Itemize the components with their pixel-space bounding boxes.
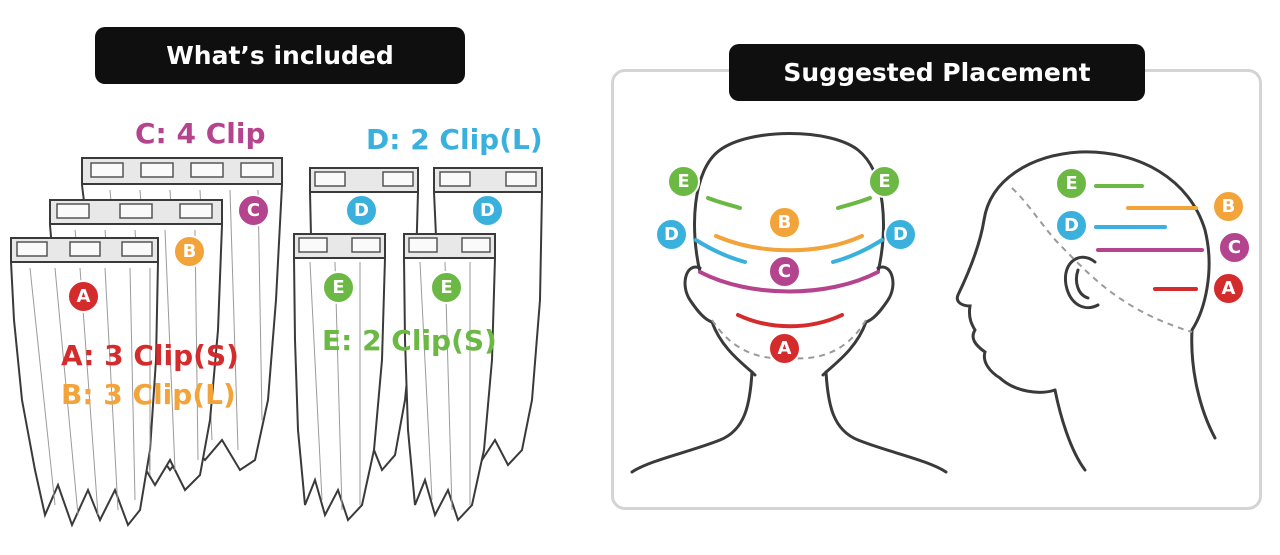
whats-included-title: What’s included [95, 27, 465, 84]
hair-piece-e-right [403, 233, 496, 522]
label-b-3-clip-l: B: 3 Clip(L) [61, 378, 236, 411]
back-line-d-left [694, 238, 747, 264]
side-head-outline [955, 150, 1217, 472]
back-line-e-right [836, 196, 872, 210]
back-head-outline [630, 132, 948, 474]
suggested-placement-title: Suggested Placement [729, 44, 1145, 101]
side-badge-d: D [1055, 209, 1088, 242]
badge-d-right: D [471, 194, 504, 227]
back-badge-c: C [768, 255, 801, 288]
back-badge-b: B [768, 206, 801, 239]
hair-pieces-illustration [10, 157, 543, 528]
back-badge-a: A [768, 332, 801, 365]
side-badge-a: A [1212, 272, 1245, 305]
suggested-placement-title-text: Suggested Placement [783, 58, 1091, 87]
back-line-d-right [831, 238, 884, 264]
back-badge-d-right: D [884, 218, 917, 251]
back-line-a [736, 313, 844, 329]
side-badge-b: B [1212, 190, 1245, 223]
badge-c: C [237, 194, 270, 227]
whats-included-title-text: What’s included [166, 41, 394, 70]
label-e-2-clip-s: E: 2 Clip(S) [322, 324, 497, 357]
back-badge-e-left: E [667, 165, 700, 198]
label-c-4-clip: C: 4 Clip [135, 117, 266, 150]
badge-e-right: E [430, 271, 463, 304]
badge-d-left: D [345, 194, 378, 227]
badge-b: B [173, 235, 206, 268]
side-badge-e: E [1055, 167, 1088, 200]
side-badge-c: C [1218, 231, 1251, 264]
hair-piece-e-left [293, 233, 386, 522]
back-badge-d-left: D [655, 218, 688, 251]
back-badge-e-right: E [868, 165, 901, 198]
label-d-2-clip-l: D: 2 Clip(L) [366, 123, 543, 156]
back-line-b [714, 234, 864, 253]
back-line-e-left [706, 196, 742, 210]
back-line-c [698, 270, 880, 294]
badge-e-left: E [322, 271, 355, 304]
label-a-3-clip-s: A: 3 Clip(S) [61, 339, 239, 372]
badge-a: A [67, 280, 100, 313]
